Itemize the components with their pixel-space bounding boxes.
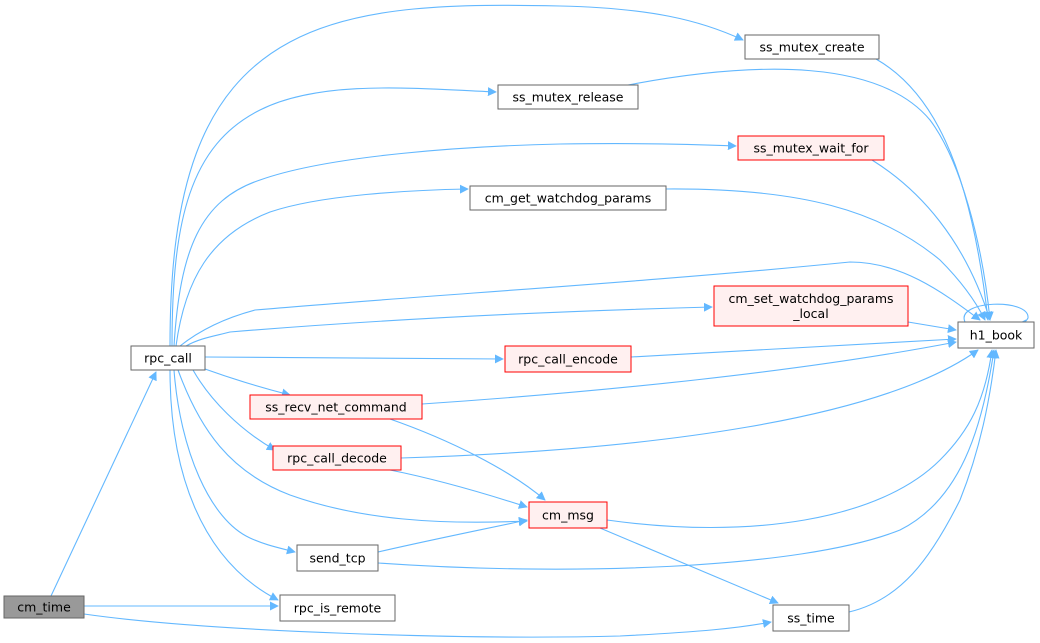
node-box [272,445,402,471]
edge-rpc-call-to-rpc-call-encode [204,354,504,364]
node-box [713,285,909,327]
edge-ss-recv-net-command-to-h1-book [421,339,957,405]
edge-cm-set-watchdog-params-local-to-h1-book [907,321,957,334]
node-rpc-call-decode[interactable]: rpc_call_decode [272,445,402,471]
node-label: ss_mutex_create [759,40,864,55]
node-box [130,345,206,371]
edge-ss-time-to-h1-book [848,349,1000,613]
edge-send-tcp-to-cm-msg [377,517,528,553]
node-box [497,84,639,110]
edge-send-tcp-to-h1-book [377,349,998,570]
node-box [528,501,608,529]
edges-layer [50,4,1029,638]
edge-rpc-call-to-ss-mutex-wait-for [173,141,737,347]
node-label: ss_mutex_wait_for [753,141,869,156]
node-label: _local [792,306,828,321]
node-box [737,135,885,161]
edge-cm-msg-to-h1-book [606,349,996,529]
node-ss-time[interactable]: ss_time [772,604,850,632]
node-box [279,594,396,622]
node-h1-book[interactable]: h1_book [957,321,1035,349]
edge-ss-mutex-release-to-h1-book [627,68,994,321]
edge-rpc-call-to-h1-book [179,261,981,347]
edge-rpc-call-to-ss-mutex-create [169,4,744,347]
node-label: ss_time [787,611,835,626]
node-cm-time[interactable]: cm_time [3,595,85,619]
node-ss-recv-net-command[interactable]: ss_recv_net_command [249,394,423,420]
edge-rpc-call-to-cm-msg [177,369,528,526]
node-label: rpc_call_decode [287,451,387,466]
edge-cm-time-to-rpc-call [50,371,157,597]
node-rpc-is-remote[interactable]: rpc_is_remote [279,594,396,622]
node-box [249,394,423,420]
node-cm-get-watchdog-params[interactable]: cm_get_watchdog_params [469,185,667,211]
node-label: cm_set_watchdog_params [728,291,893,306]
node-ss-mutex-release[interactable]: ss_mutex_release [497,84,639,110]
node-rpc-call-encode[interactable]: rpc_call_encode [504,345,632,373]
node-label: rpc_call [144,351,192,366]
node-send-tcp[interactable]: send_tcp [296,544,379,572]
edge-rpc-call-to-ss-recv-net-command [204,368,291,398]
edge-ss-mutex-wait-for-to-h1-book [871,159,992,321]
node-ss-mutex-wait-for[interactable]: ss_mutex_wait_for [737,135,885,161]
node-box [504,345,632,373]
node-rpc-call[interactable]: rpc_call [130,345,206,371]
node-label: send_tcp [309,551,365,566]
node-box [957,321,1035,349]
edge-rpc-call-encode-to-h1-book [630,334,957,358]
node-label: ss_mutex_release [513,90,624,105]
node-label: ss_recv_net_command [265,400,407,415]
edge-ss-mutex-create-to-h1-book [875,58,992,321]
edge-cm-time-to-ss-time [83,613,772,638]
edge-rpc-call-decode-to-h1-book [400,349,979,459]
node-label: rpc_is_remote [294,601,382,616]
edge-rpc-call-to-cm-get-watchdog-params [175,184,469,347]
node-box [744,34,880,60]
node-ss-mutex-create[interactable]: ss_mutex_create [744,34,880,60]
node-label: cm_get_watchdog_params [485,191,652,206]
node-box [296,544,379,572]
edge-rpc-call-to-cm-set-watchdog-params-local [185,302,713,347]
edge-cm-get-watchdog-params-to-h1-book [665,188,986,321]
edge-h1-book-to-h1-book [963,303,1029,329]
edge-rpc-call-to-rpc-is-remote [169,369,279,601]
edge-ss-recv-net-command-to-cm-msg [389,418,546,501]
nodes-layer: cm_time rpc_call ss_mutex_create ss_mutex_r… [3,34,1035,632]
node-label: rpc_call_encode [518,352,618,367]
edge-rpc-call-to-ss-mutex-release [171,87,497,347]
node-label: cm_time [17,600,71,615]
node-cm-msg[interactable]: cm_msg [528,501,608,529]
node-cm-set-watchdog-params-local[interactable]: cm_set_watchdog_params_local [713,285,909,327]
edge-rpc-call-to-rpc-call-decode [192,369,276,451]
node-box [469,185,667,211]
node-label: h1_book [970,328,1023,343]
node-label: cm_msg [542,508,594,523]
node-box [3,595,85,619]
node-box [772,604,850,632]
edge-rpc-call-to-send-tcp [173,369,296,555]
edge-rpc-call-decode-to-cm-msg [389,469,528,509]
